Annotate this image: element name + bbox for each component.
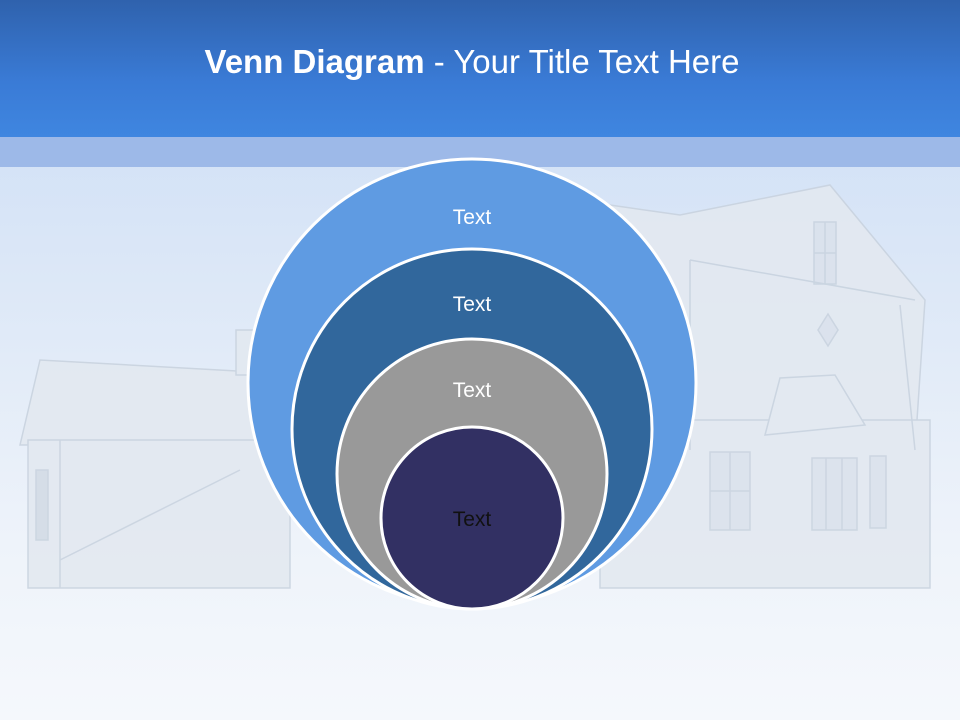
slide-title: Venn Diagram - Your Title Text Here bbox=[0, 42, 944, 82]
venn-label-inner: Text bbox=[453, 508, 492, 531]
venn-label-second: Text bbox=[453, 293, 492, 316]
slide-title-rest: - Your Title Text Here bbox=[424, 43, 740, 80]
venn-circle-inner bbox=[379, 425, 565, 611]
venn-label-third: Text bbox=[453, 379, 492, 402]
venn-label-outer: Text bbox=[453, 206, 492, 229]
title-bar bbox=[0, 0, 960, 137]
slide-title-bold: Venn Diagram bbox=[204, 43, 425, 80]
